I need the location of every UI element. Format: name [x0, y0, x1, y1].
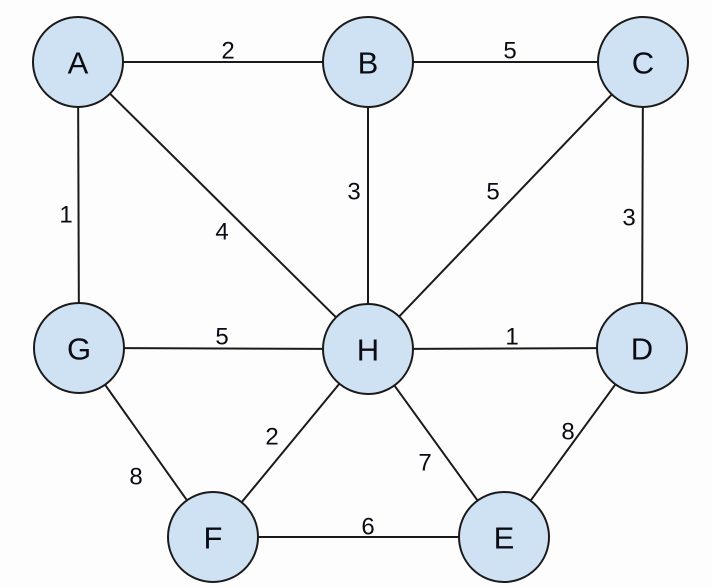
edge-weight-label-b-c: 5	[503, 38, 516, 65]
graph-node-h[interactable]: H	[322, 303, 414, 395]
node-label-f: F	[204, 521, 223, 556]
edge-weight-label-a-b: 2	[221, 38, 234, 65]
edge-weight-label-a-g: 1	[59, 202, 72, 229]
edge-weight-label-g-f: 8	[129, 464, 142, 491]
node-label-g: G	[67, 332, 91, 367]
node-label-h: H	[357, 333, 379, 368]
edge-weight-label-d-e: 8	[561, 419, 574, 446]
edge-weight-label-b-h: 3	[347, 179, 360, 206]
graph-edge-c-h	[398, 93, 613, 318]
graph-node-a[interactable]: A	[32, 16, 124, 108]
node-circle-f[interactable]	[167, 491, 259, 583]
edge-weight-label-h-d: 1	[505, 324, 518, 351]
graph-node-f[interactable]: F	[167, 491, 259, 583]
graph-node-g[interactable]: G	[33, 302, 125, 394]
graph-node-e[interactable]: E	[458, 491, 550, 583]
edges-layer	[77, 61, 644, 538]
node-circle-b[interactable]	[322, 16, 414, 108]
node-circle-a[interactable]	[32, 16, 124, 108]
edge-weight-label-c-d: 3	[622, 205, 635, 232]
edge-weight-label-g-h: 5	[215, 324, 228, 351]
graph-edge-g-h	[123, 347, 324, 350]
graph-edge-a-h	[109, 92, 337, 319]
graph-edge-h-f	[240, 383, 341, 503]
edge-weight-label-f-e: 6	[361, 514, 374, 541]
node-circle-c[interactable]	[597, 16, 689, 108]
graph-edge-c-d	[641, 106, 644, 304]
graph-node-c[interactable]: C	[597, 16, 689, 108]
node-label-e: E	[494, 521, 515, 556]
edge-weight-label-h-f: 2	[265, 424, 278, 451]
graph-edge-a-g	[77, 106, 80, 304]
node-label-d: D	[631, 332, 653, 367]
graph-edge-h-d	[412, 347, 598, 350]
graph-edge-d-e	[529, 383, 617, 502]
node-circle-e[interactable]	[458, 491, 550, 583]
node-circle-h[interactable]	[322, 303, 414, 395]
graph-edge-h-e	[393, 384, 479, 502]
node-label-a: A	[68, 46, 89, 81]
edge-weight-label-c-h: 5	[486, 179, 499, 206]
node-circle-d[interactable]	[596, 302, 688, 394]
edge-weight-label-h-e: 7	[418, 450, 431, 477]
graph-node-d[interactable]: D	[596, 302, 688, 394]
graph-node-b[interactable]: B	[322, 16, 414, 108]
nodes-layer: A B C D E F G H	[32, 16, 689, 583]
node-label-b: B	[358, 46, 379, 81]
node-label-c: C	[632, 46, 654, 81]
node-circle-g[interactable]	[33, 302, 125, 394]
edge-labels-layer: 2 5 1 4 3 5 3 5 1 8 2 7 8 6	[59, 38, 635, 541]
edge-weight-label-a-h: 4	[215, 219, 228, 246]
graph-edge-g-f	[104, 384, 188, 501]
